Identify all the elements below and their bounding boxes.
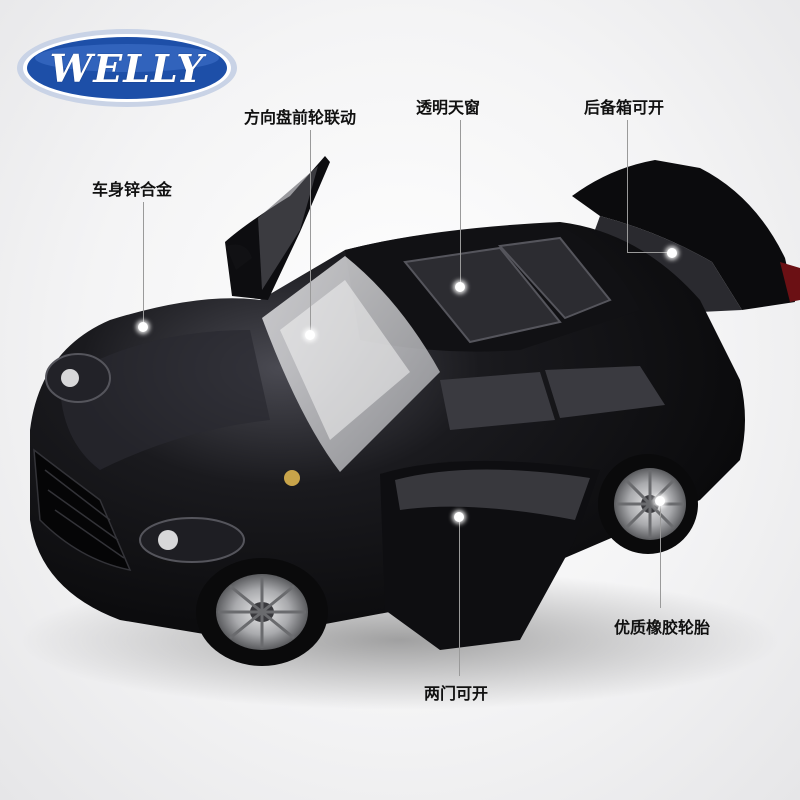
callout-line-trunk-a — [627, 120, 628, 252]
callout-tires: 优质橡胶轮胎 — [614, 618, 711, 637]
callout-dot-trunk-opens — [667, 248, 677, 258]
headlight-right-lamp — [158, 530, 178, 550]
hood — [60, 330, 270, 470]
callout-trunk-opens: 后备箱可开 — [584, 98, 665, 117]
callout-dot-sunroof — [455, 282, 465, 292]
callout-line-sunroof — [460, 120, 461, 286]
callout-dot-tires — [655, 496, 665, 506]
callout-line-trunk-b — [627, 252, 671, 253]
brand-logo: WELLY — [14, 26, 240, 110]
logo-text: WELLY — [49, 45, 205, 91]
callout-steering-linkage: 方向盘前轮联动 — [244, 108, 357, 127]
callout-line-doors-open — [459, 518, 460, 676]
callout-body-material: 车身锌合金 — [92, 180, 173, 199]
headlight-right — [139, 517, 245, 563]
sunroof-front — [403, 246, 562, 344]
sunroof-rear — [497, 236, 612, 320]
side-window-rear — [545, 366, 665, 418]
side-mirror — [226, 244, 252, 270]
side-window-front — [440, 372, 555, 430]
callout-line-body-material — [143, 202, 144, 326]
logo-badge-shape — [17, 29, 237, 107]
tail-light — [780, 262, 800, 302]
dashboard-reflection — [280, 280, 410, 440]
side-door-window — [395, 469, 590, 520]
callout-dot-doors-open — [454, 512, 464, 522]
front-door-window — [258, 166, 318, 290]
callout-dot-steering-linkage — [305, 330, 315, 340]
callout-line-tires — [660, 500, 661, 608]
headlight-left-lamp — [61, 369, 79, 387]
callout-line-steering-linkage — [310, 130, 311, 334]
tailgate-inner — [592, 216, 742, 312]
callout-doors-open: 两门可开 — [424, 684, 489, 703]
callout-sunroof: 透明天窗 — [416, 98, 481, 117]
callout-dot-body-material — [138, 322, 148, 332]
hood-badge — [284, 470, 300, 486]
